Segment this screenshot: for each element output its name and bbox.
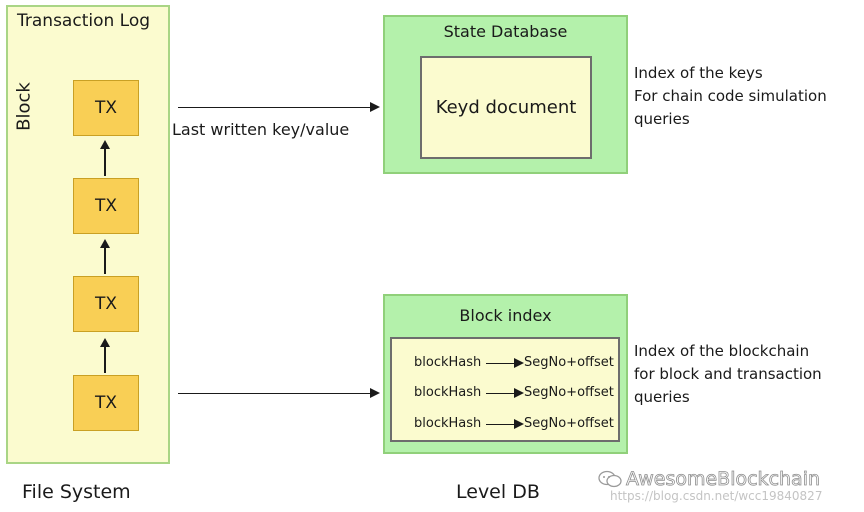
segno-offset-label: SegNo+offset <box>524 385 614 400</box>
row-arrowhead <box>514 388 524 398</box>
tx-box-3: TX <box>73 276 139 332</box>
connector-label: Last written key/value <box>172 120 350 139</box>
tx-label: TX <box>94 196 118 216</box>
segno-offset-label: SegNo+offset <box>524 416 614 431</box>
segno-offset-label: SegNo+offset <box>524 355 614 370</box>
note-line: For chain code simulation <box>634 87 827 105</box>
block-hash-label: blockHash <box>414 355 482 370</box>
note-line: queries <box>634 388 690 406</box>
connector-line-top <box>178 107 371 108</box>
note-line: queries <box>634 110 690 128</box>
tx-label: TX <box>94 294 118 314</box>
chat-bubble-icon <box>598 470 622 488</box>
keyd-document-label: Keyd document <box>435 97 577 118</box>
up-arrow-head-1 <box>100 140 110 149</box>
watermark-url: https://blog.csdn.net/wcc19840827 <box>610 489 823 503</box>
connector-arrowhead-top <box>370 102 380 112</box>
connector-arrowhead-bottom <box>370 388 380 398</box>
tx-box-1: TX <box>73 80 139 136</box>
watermark-brand: AwesomeBlockchain <box>626 468 821 491</box>
block-hash-label: blockHash <box>414 385 482 400</box>
state-database-title: State Database <box>443 22 568 41</box>
up-arrow-shaft-2 <box>104 247 106 274</box>
note-line: for block and transaction <box>634 365 822 383</box>
row-arrowhead <box>514 419 524 429</box>
tx-label: TX <box>94 393 118 413</box>
up-arrow-head-2 <box>100 239 110 248</box>
block-label: Block <box>13 82 35 131</box>
up-arrow-shaft-3 <box>104 346 106 373</box>
row-arrow-line <box>486 363 516 364</box>
block-index-notes: Index of the blockchain for block and tr… <box>634 340 822 409</box>
up-arrow-shaft-1 <box>104 148 106 176</box>
transaction-log-title: Transaction Log <box>17 11 151 31</box>
level-db-label: Level DB <box>456 481 540 503</box>
note-line: Index of the blockchain <box>634 342 810 360</box>
watermark: AwesomeBlockchain <box>598 468 820 490</box>
up-arrow-head-3 <box>100 338 110 347</box>
tx-label: TX <box>94 98 118 118</box>
row-arrow-line <box>486 393 516 394</box>
note-line: Index of the keys <box>634 64 763 82</box>
connector-line-bottom <box>178 393 371 394</box>
file-system-label: File System <box>22 481 131 503</box>
tx-box-2: TX <box>73 178 139 234</box>
block-index-title: Block index <box>459 306 552 325</box>
state-database-notes: Index of the keys For chain code simulat… <box>634 62 827 131</box>
row-arrow-line <box>486 424 516 425</box>
row-arrowhead <box>514 358 524 368</box>
block-hash-label: blockHash <box>414 416 482 431</box>
tx-box-4: TX <box>73 375 139 431</box>
keyd-document-box: Keyd document <box>420 56 592 159</box>
